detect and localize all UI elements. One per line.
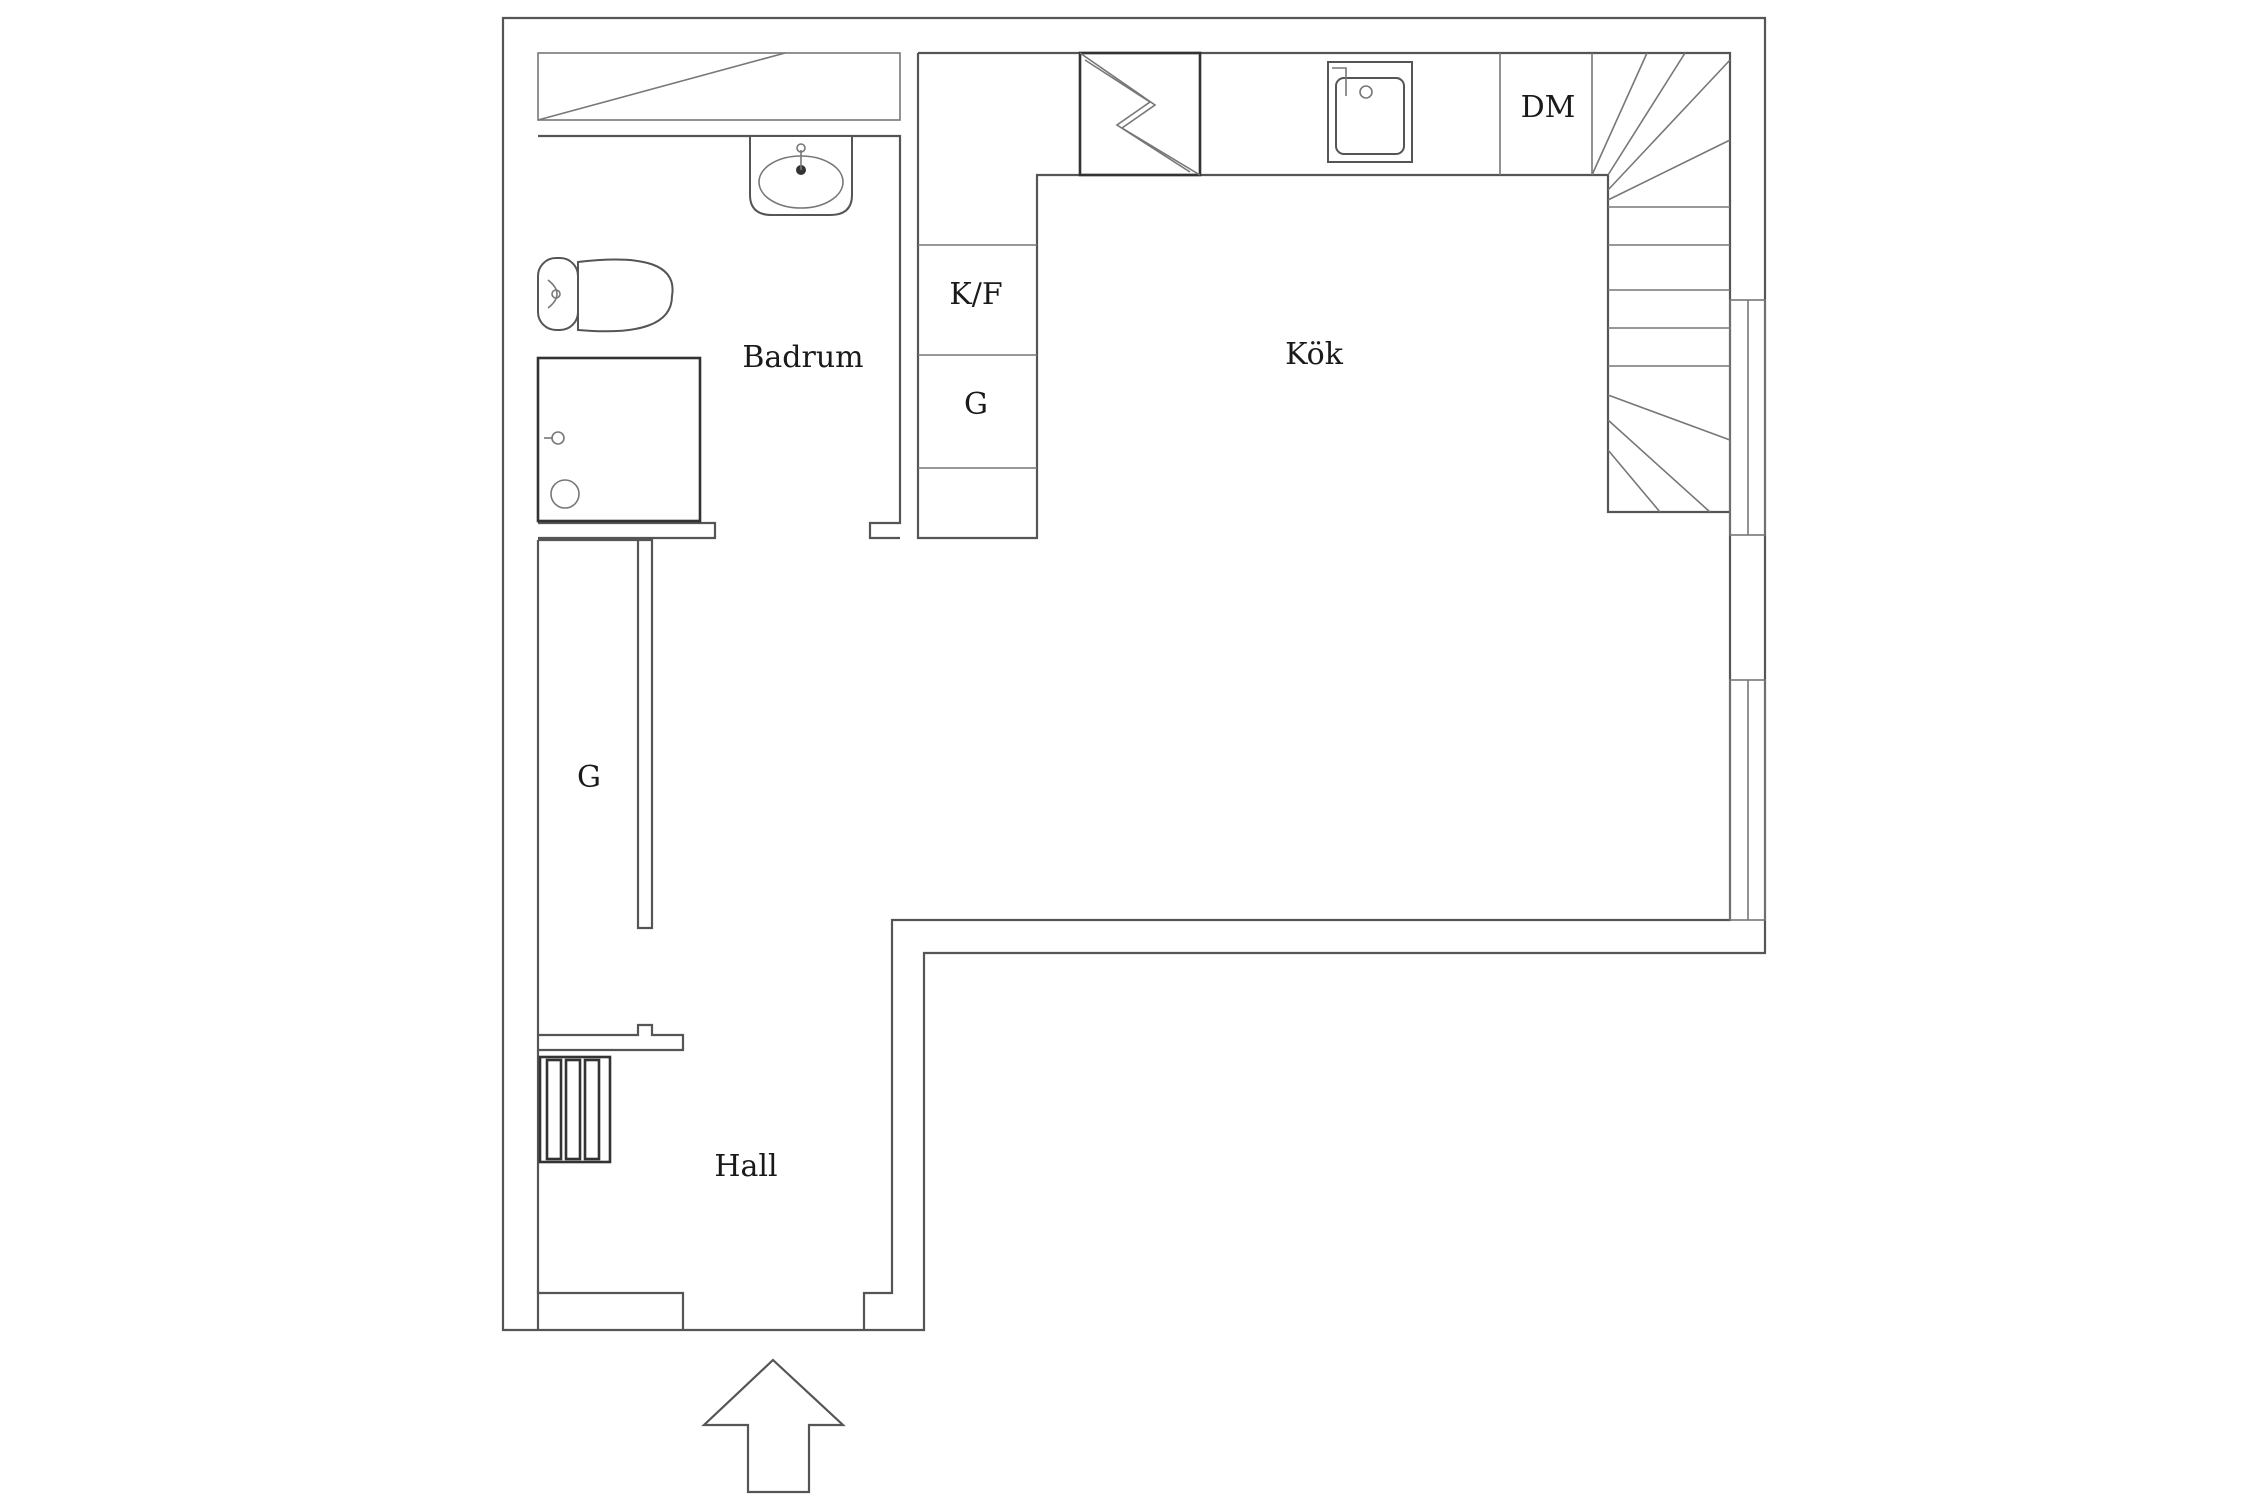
label-hall: Hall <box>714 1149 777 1184</box>
shower-icon <box>536 356 702 523</box>
entrance-arrow-icon <box>701 1358 846 1494</box>
staircase-icon <box>1591 52 1731 514</box>
label-dishwasher: DM <box>1521 90 1576 125</box>
radiator-icon <box>538 1055 612 1164</box>
windows <box>1729 299 1766 921</box>
toilet-icon <box>537 257 674 333</box>
sink-icon <box>1327 61 1413 163</box>
stove-icon <box>1078 51 1202 177</box>
label-fridge-freezer: K/F <box>949 277 1002 312</box>
washbasin-icon <box>749 135 853 216</box>
label-hall-closet: G <box>577 760 601 795</box>
outer-walls <box>501 16 1767 1332</box>
label-kitchen-closet: G <box>964 387 988 422</box>
label-kitchen: Kök <box>1285 337 1344 372</box>
hall-closet <box>538 538 685 1052</box>
top-shelf <box>537 52 901 121</box>
label-bathroom: Badrum <box>742 340 863 375</box>
